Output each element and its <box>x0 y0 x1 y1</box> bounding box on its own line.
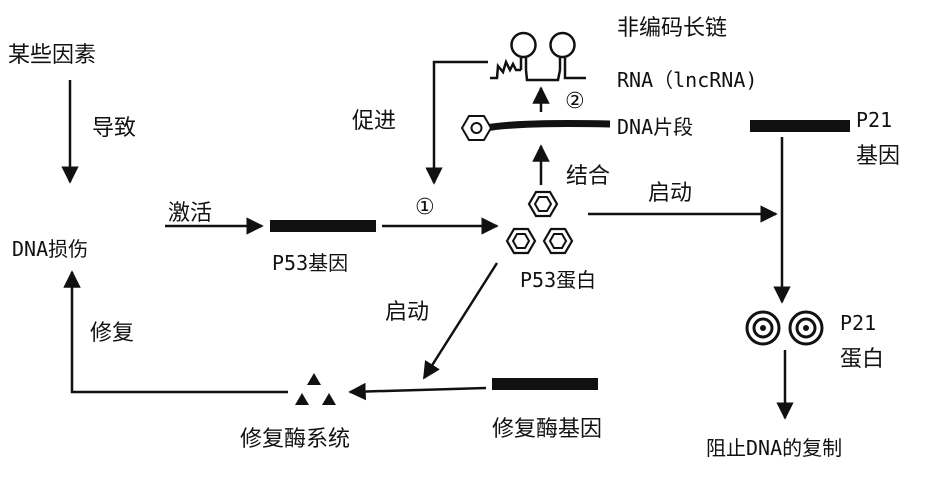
repair-enzyme-system-triangles <box>295 373 336 405</box>
p53-protein-complex <box>505 190 574 255</box>
dna-damage-label: DNA损伤 <box>12 237 88 261</box>
ncrna-name-label: RNA（lncRNA) <box>617 68 757 92</box>
repair-label: 修复 <box>90 321 134 346</box>
start-right-label: 启动 <box>648 181 692 206</box>
p53-gene-bar <box>270 220 376 232</box>
promote-label: 促进 <box>352 109 396 134</box>
ncrna-title-label: 非编码长链 <box>617 16 727 41</box>
block-dna-replication-label: 阻止DNA的复制 <box>706 436 842 460</box>
dna-fragment-label: DNA片段 <box>617 115 693 139</box>
repair-enzyme-system-label: 修复酶系统 <box>240 427 350 452</box>
step-2-marker: ② <box>565 89 585 114</box>
lncrna-structure <box>490 31 586 82</box>
arrow-promote <box>425 60 488 185</box>
arrow-start-repair <box>422 262 499 380</box>
p21-gene-label-bottom: 基因 <box>856 144 900 169</box>
bind-label: 结合 <box>566 164 610 189</box>
repair-enzyme-gene-bar <box>492 378 598 390</box>
p53-protein-label: P53蛋白 <box>520 268 596 292</box>
dna-fragment-hexagon <box>460 115 493 141</box>
cause-label: 导致 <box>92 116 136 141</box>
activate-label: 激活 <box>168 201 212 226</box>
dna-fragment-strand <box>485 120 611 132</box>
p21-gene-label-top: P21 <box>856 108 892 132</box>
p21-protein <box>745 310 824 346</box>
step-1-marker: ① <box>415 195 435 220</box>
p21-protein-label-top: P21 <box>840 311 876 335</box>
p53-gene-label: P53基因 <box>272 251 348 275</box>
p21-protein-label-bottom: 蛋白 <box>840 347 884 372</box>
factors-label: 某些因素 <box>8 43 96 68</box>
p21-gene-bar <box>750 120 850 132</box>
arrow-repair <box>63 270 288 394</box>
start-left-label: 启动 <box>385 300 429 325</box>
arrow-repair-gene-to-system <box>348 382 487 401</box>
repair-enzyme-gene-label: 修复酶基因 <box>492 417 602 442</box>
